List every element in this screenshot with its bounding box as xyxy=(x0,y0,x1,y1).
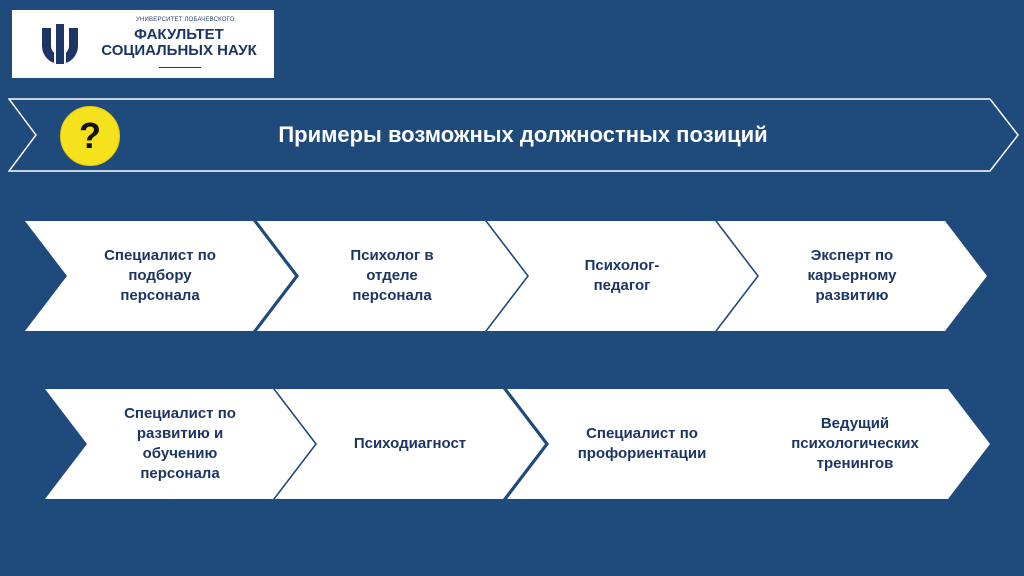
position-label-text: Психолог- педагог xyxy=(584,257,660,294)
banner-shape xyxy=(8,98,1019,172)
position-label: Специалист по профориентации xyxy=(555,389,729,499)
page-title: Примеры возможных должностных позиций xyxy=(278,122,768,147)
position-chevron: Психодиагност xyxy=(275,389,545,499)
position-chevron: Психолог- педагог xyxy=(487,221,757,331)
question-icon: ? xyxy=(79,115,101,156)
position-label-text: Эксперт по карьерному развитию xyxy=(807,247,897,304)
chevron-shape xyxy=(487,221,757,331)
position-label-text: Психолог в отделе персонала xyxy=(350,247,434,304)
position-label-text: Психодиагност xyxy=(353,435,467,452)
position-chevron: Эксперт по карьерному развитию xyxy=(717,221,987,331)
position-label: Психолог в отделе персонала xyxy=(305,221,479,331)
chevron-shape xyxy=(507,389,777,499)
faculty-logo: УНИВЕРСИТЕТ ЛОБАЧЕВСКОГО ФАКУЛЬТЕТ СОЦИА… xyxy=(12,10,274,78)
faculty-name-line2: СОЦИАЛЬНЫХ НАУК xyxy=(101,42,257,59)
chevron-shape xyxy=(257,221,527,331)
position-chevron: Ведущий психологических тренингов xyxy=(720,389,990,499)
university-name: УНИВЕРСИТЕТ ЛОБАЧЕВСКОГО xyxy=(136,17,235,23)
position-chevron: Специалист по развитию и обучению персон… xyxy=(45,389,315,499)
position-label: Ведущий психологических тренингов xyxy=(768,389,942,499)
position-chevron: Специалист по профориентации xyxy=(507,389,777,499)
faculty-name-line1: ФАКУЛЬТЕТ xyxy=(134,26,224,43)
chevron-shape xyxy=(45,389,315,499)
chevron-shape xyxy=(275,389,545,499)
position-chevron: Специалист по подбору персонала xyxy=(25,221,295,331)
title-banner: ? Примеры возможных должностных позиций xyxy=(8,98,1020,172)
chevron-shape xyxy=(25,221,295,331)
logo-underline xyxy=(159,67,201,68)
position-chevron: Психолог в отделе персонала xyxy=(257,221,527,331)
position-label-text: Специалист по развитию и обучению персон… xyxy=(124,405,236,482)
position-label-text: Специалист по профориентации xyxy=(577,425,707,462)
chevron-shape xyxy=(717,221,987,331)
position-label: Специалист по развитию и обучению персон… xyxy=(93,389,267,499)
position-label: Специалист по подбору персонала xyxy=(73,221,247,331)
chevron-shape xyxy=(720,389,990,499)
position-label: Психодиагност xyxy=(323,389,497,499)
position-label-text: Специалист по подбору персонала xyxy=(104,247,216,304)
position-label: Эксперт по карьерному развитию xyxy=(765,221,939,331)
question-badge: ? xyxy=(60,106,120,166)
position-label-text: Ведущий психологических тренингов xyxy=(791,415,919,472)
position-label: Психолог- педагог xyxy=(535,221,709,331)
university-emblem-icon xyxy=(42,24,78,64)
